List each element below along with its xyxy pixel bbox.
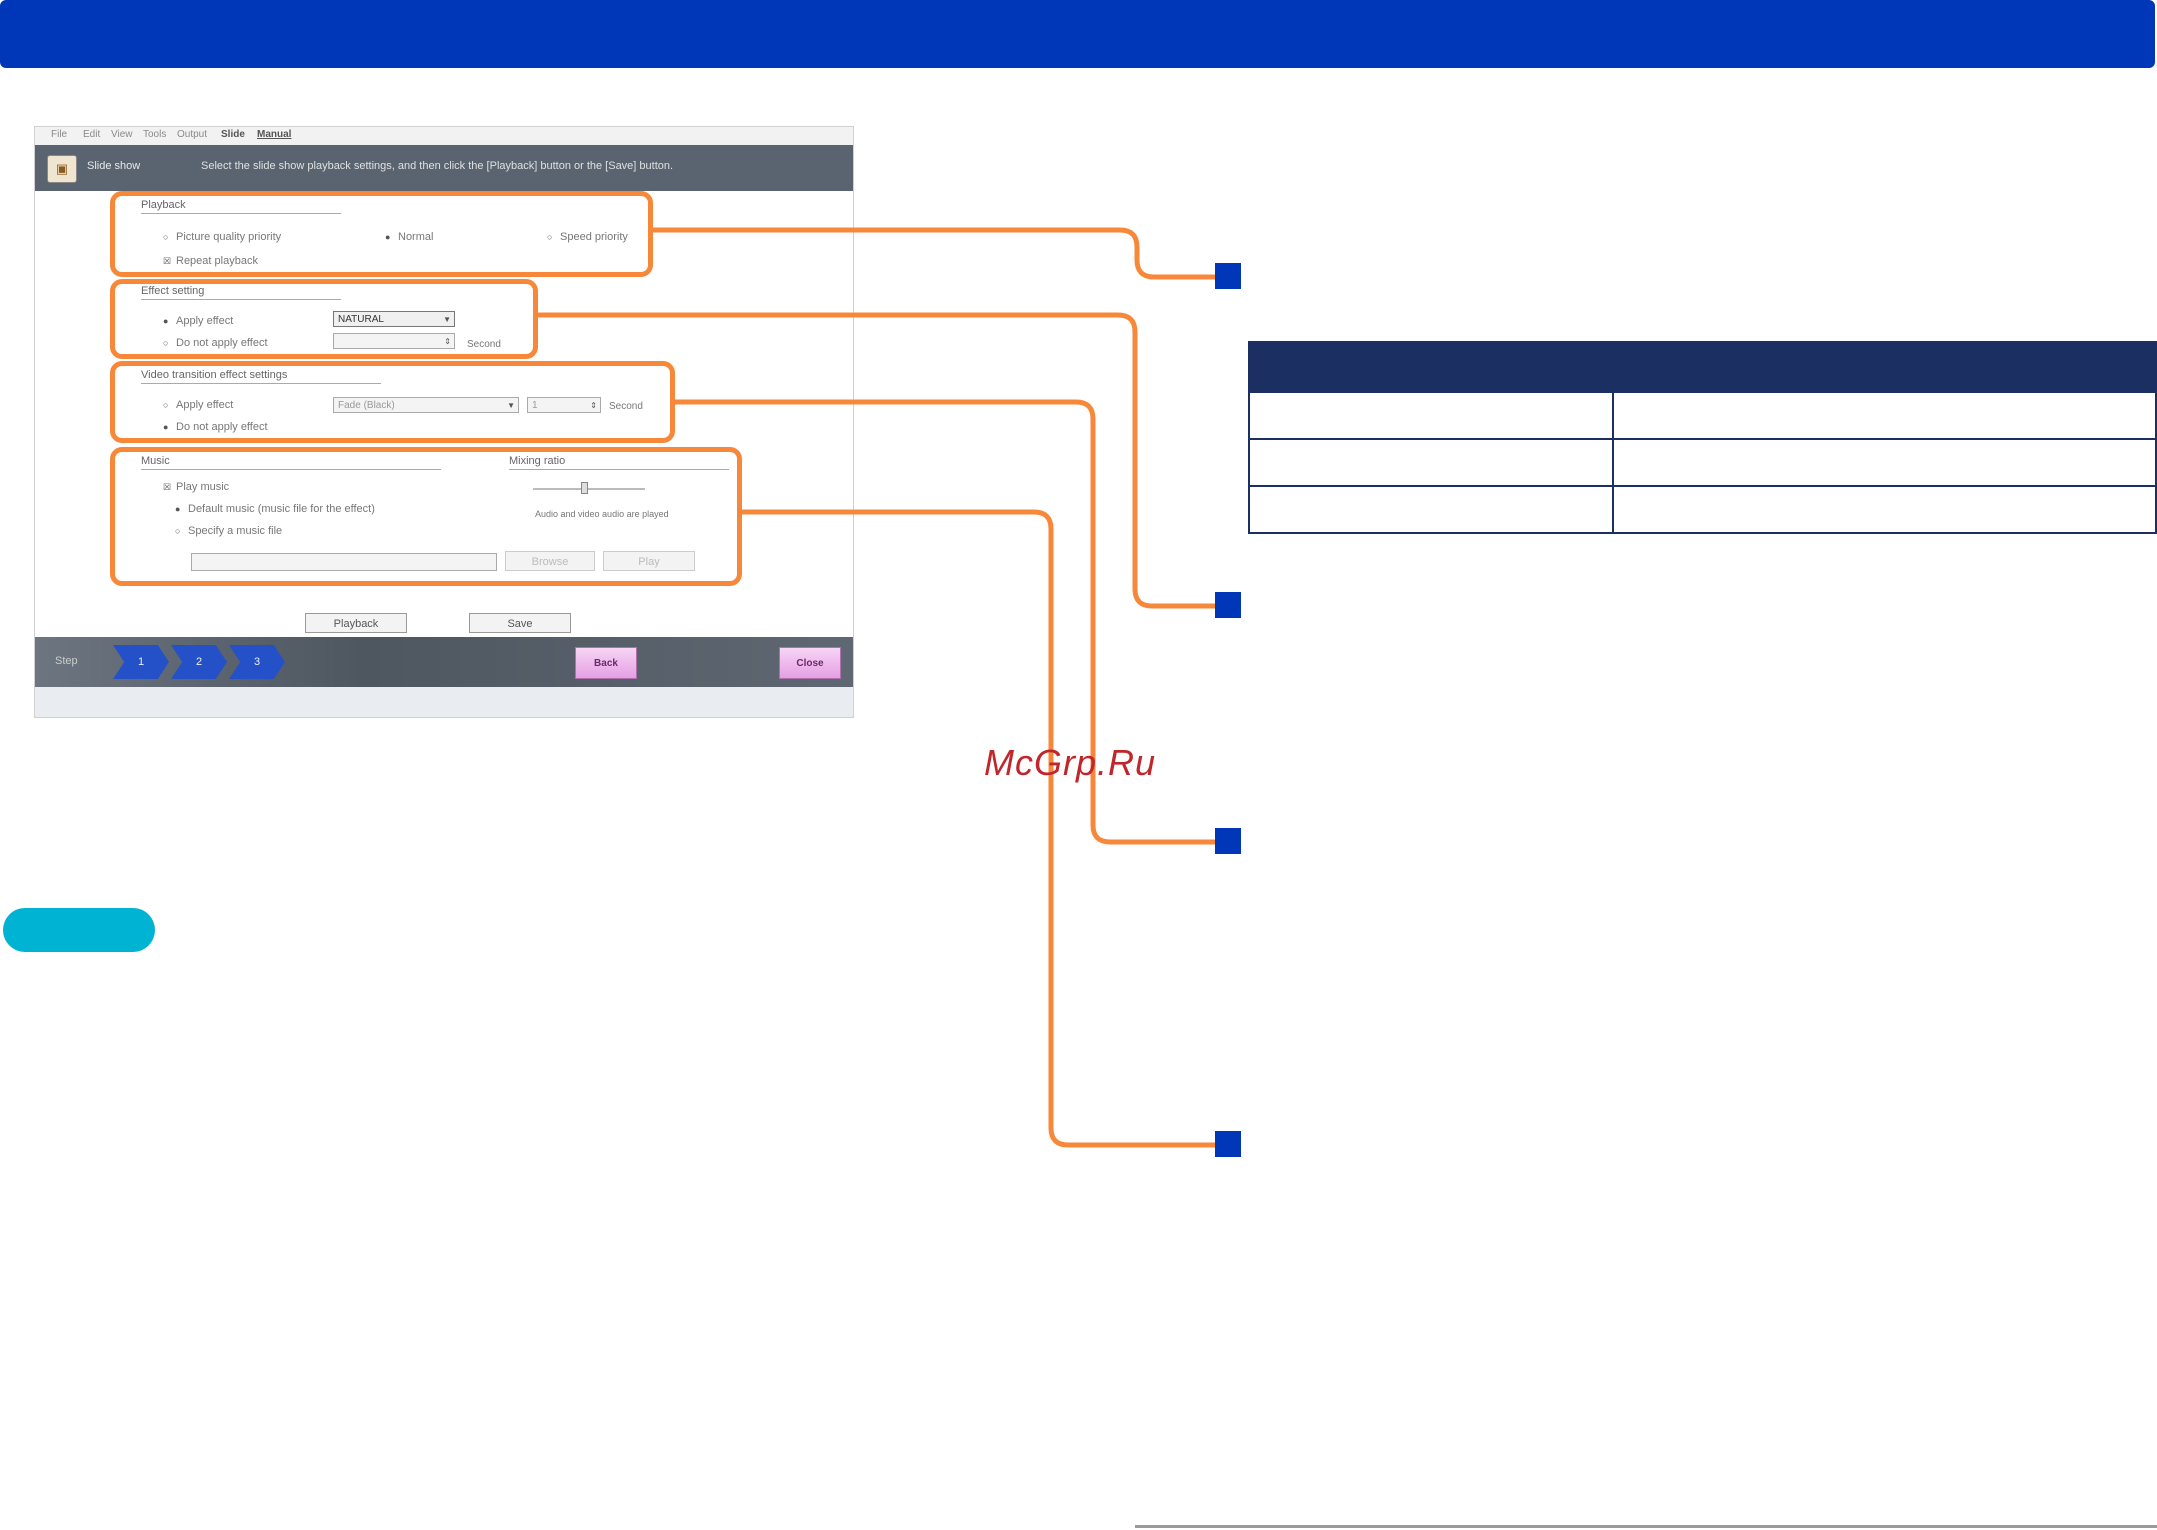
table-cell bbox=[1612, 485, 2157, 534]
table-cell bbox=[1248, 438, 1614, 487]
effect-group-title: Effect setting bbox=[141, 285, 341, 300]
no-effect-radio[interactable]: ○Do not apply effect bbox=[163, 337, 268, 349]
dropdown-arrow-icon: ▼ bbox=[443, 315, 451, 324]
table-cell bbox=[1248, 391, 1614, 440]
callout-marker-3 bbox=[1215, 828, 1241, 854]
callout-marker-2 bbox=[1215, 592, 1241, 618]
step-label: Step bbox=[55, 655, 78, 667]
dialog-instruction: Select the slide show playback settings,… bbox=[201, 160, 674, 172]
dialog-title: Slide show bbox=[87, 160, 141, 172]
table-cell bbox=[1612, 438, 2157, 487]
video-no-effect-radio[interactable]: ●Do not apply effect bbox=[163, 421, 268, 433]
table-header-cell bbox=[1612, 341, 2157, 393]
back-button[interactable]: Back bbox=[575, 647, 637, 679]
status-area bbox=[35, 687, 853, 717]
close-button[interactable]: Close bbox=[779, 647, 841, 679]
table-row bbox=[1248, 438, 2157, 487]
checkbox-checked-icon: ☒ bbox=[163, 482, 172, 492]
video-effect-dropdown[interactable]: Fade (Black)▼ bbox=[333, 397, 519, 413]
settings-table bbox=[1248, 341, 2157, 534]
menu-view[interactable]: View bbox=[111, 129, 133, 140]
effect-dropdown[interactable]: NATURAL▼ bbox=[333, 311, 455, 327]
radio-on-icon: ● bbox=[163, 422, 169, 432]
checkbox-checked-icon: ☒ bbox=[163, 256, 172, 266]
normal-radio[interactable]: ●Normal bbox=[385, 231, 434, 243]
page-header-bar bbox=[0, 0, 2155, 68]
callout-box-video-transition bbox=[110, 361, 675, 443]
menu-edit[interactable]: Edit bbox=[83, 129, 101, 140]
step-1-chevron[interactable]: 1 bbox=[113, 645, 169, 679]
apply-effect-radio[interactable]: ●Apply effect bbox=[163, 315, 234, 327]
effect-seconds-field[interactable]: ⇕ bbox=[333, 333, 455, 349]
callout-box-music bbox=[110, 447, 742, 586]
picture-quality-radio[interactable]: ○Picture quality priority bbox=[163, 231, 282, 243]
callout-box-effect bbox=[110, 279, 538, 359]
step-3-chevron[interactable]: 3 bbox=[229, 645, 285, 679]
play-music-checkbox[interactable]: ☒Play music bbox=[163, 481, 230, 493]
speed-priority-radio[interactable]: ○Speed priority bbox=[547, 231, 628, 243]
menu-bar: File Edit View Tools Output Slide Manual bbox=[35, 127, 853, 145]
specify-music-radio[interactable]: ○Specify a music file bbox=[175, 525, 283, 537]
menu-tools[interactable]: Tools bbox=[143, 129, 167, 140]
watermark: McGrp.Ru bbox=[984, 742, 1157, 783]
table-row bbox=[1248, 391, 2157, 440]
save-button[interactable]: Save bbox=[469, 613, 571, 633]
slideshow-icon: ▣ bbox=[47, 155, 77, 183]
menu-manual[interactable]: Manual bbox=[257, 129, 292, 140]
menu-file[interactable]: File bbox=[51, 129, 68, 140]
default-music-radio[interactable]: ●Default music (music file for the effec… bbox=[175, 503, 375, 515]
music-file-path-input[interactable] bbox=[191, 553, 497, 571]
menu-slide[interactable]: Slide bbox=[221, 129, 245, 140]
table-header-row bbox=[1248, 341, 2157, 393]
callout-marker-1 bbox=[1215, 263, 1241, 289]
dropdown-arrow-icon: ▼ bbox=[507, 401, 515, 410]
music-group-title: Music bbox=[141, 455, 441, 470]
playback-button[interactable]: Playback bbox=[305, 613, 407, 633]
table-cell bbox=[1612, 391, 2157, 440]
step-bar: Step 1 2 3 Back Close bbox=[35, 637, 853, 687]
radio-on-icon: ● bbox=[163, 316, 169, 326]
video-apply-effect-radio[interactable]: ○Apply effect bbox=[163, 399, 234, 411]
radio-off-icon: ○ bbox=[547, 232, 553, 242]
table-header-cell bbox=[1248, 341, 1614, 393]
radio-off-icon: ○ bbox=[175, 526, 181, 536]
callout-marker-4 bbox=[1215, 1131, 1241, 1157]
repeat-playback-checkbox[interactable]: ☒Repeat playback bbox=[163, 255, 258, 267]
callout-box-playback bbox=[110, 191, 653, 277]
radio-off-icon: ○ bbox=[163, 338, 169, 348]
radio-off-icon: ○ bbox=[163, 232, 169, 242]
footer-rule bbox=[1135, 1525, 2157, 1528]
spinner-icon: ⇕ bbox=[444, 337, 451, 346]
radio-on-icon: ● bbox=[175, 504, 181, 514]
dialog-header: ▣ Slide show Select the slide show playb… bbox=[35, 145, 853, 191]
video-transition-group-title: Video transition effect settings bbox=[141, 369, 381, 384]
radio-on-icon: ● bbox=[385, 232, 391, 242]
step-2-chevron[interactable]: 2 bbox=[171, 645, 227, 679]
playback-group-title: Playback bbox=[141, 199, 341, 214]
table-cell bbox=[1248, 485, 1614, 534]
tip-badge bbox=[3, 908, 155, 952]
menu-output[interactable]: Output bbox=[177, 129, 208, 140]
radio-off-icon: ○ bbox=[163, 400, 169, 410]
table-row bbox=[1248, 485, 2157, 534]
effect-second-label: Second bbox=[467, 339, 501, 350]
